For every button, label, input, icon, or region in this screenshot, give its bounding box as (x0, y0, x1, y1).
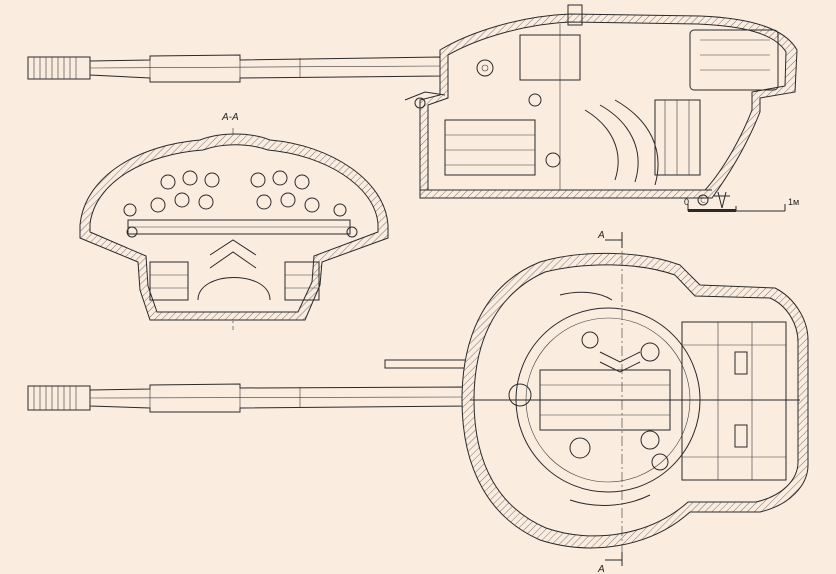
section-a-a-view: A-A (79, 112, 389, 330)
side-periscope (567, 4, 583, 26)
top-view: A A (27, 230, 809, 574)
top-muzzle-brake (27, 385, 91, 411)
cut-mark-top: A (597, 230, 605, 241)
scale-zero-label: 0 (684, 197, 689, 207)
side-gun-barrel (89, 54, 441, 83)
side-view: 0 1м (27, 4, 799, 212)
section-title: A-A (221, 112, 239, 123)
coaxial-mg (384, 359, 476, 369)
side-muzzle-brake (27, 56, 91, 80)
signature-mark (714, 191, 730, 209)
ammo-circles (123, 170, 358, 238)
scale-bar: 0 1м (684, 191, 799, 212)
c-circle-logo-icon (697, 194, 709, 206)
side-turret-body (404, 13, 798, 199)
scale-one-label: 1м (788, 197, 799, 207)
top-gun-barrel (89, 383, 471, 413)
cut-mark-bottom: A (597, 564, 605, 574)
